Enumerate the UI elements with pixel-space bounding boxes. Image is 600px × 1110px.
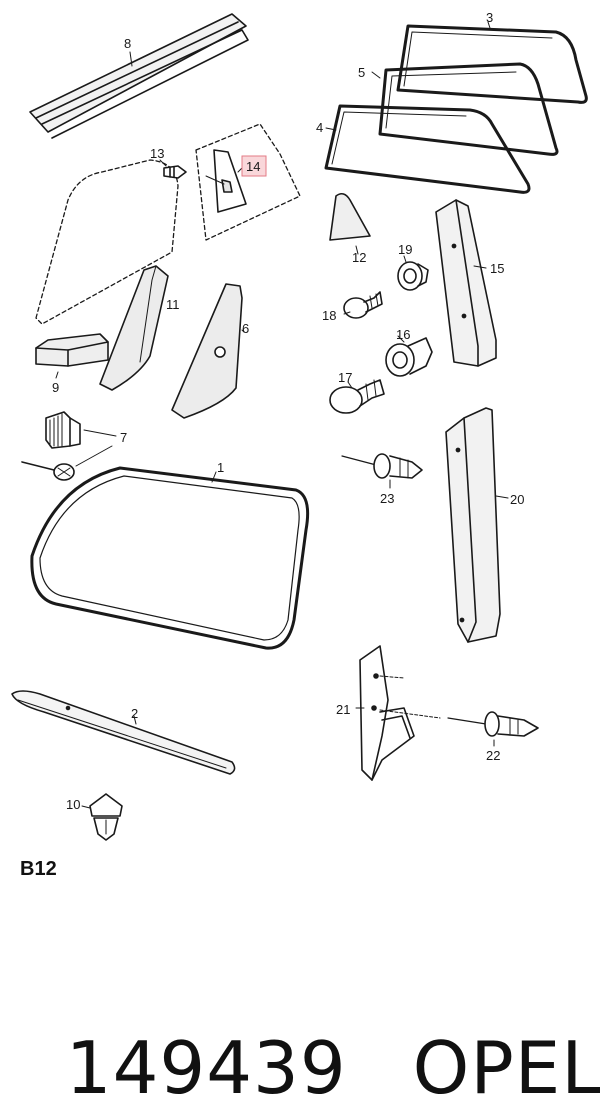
callout-10: 10 <box>66 797 80 812</box>
brand-name: OPEL <box>412 1026 600 1110</box>
callout-7: 7 <box>120 430 127 445</box>
callout-8: 8 <box>124 36 131 51</box>
part-17-push-clip <box>329 379 385 414</box>
part-12-small-panel <box>329 192 371 255</box>
callout-15: 15 <box>490 261 504 276</box>
callout-14: 14 <box>246 159 260 174</box>
part-19-grommet <box>397 255 429 291</box>
callout-18: 18 <box>322 308 336 323</box>
callout-1: 1 <box>217 460 224 475</box>
part-2-lower-moulding <box>11 690 236 775</box>
part-9-block <box>35 333 109 379</box>
part-14-triangle-bracket <box>205 149 247 213</box>
part-15-pillar-trim <box>435 199 497 367</box>
part-4-window-seal <box>324 104 531 194</box>
parts-exploded-diagram: 1 2 3 4 5 6 7 8 9 10 11 12 13 14 15 16 1… <box>11 10 588 841</box>
section-code: B12 <box>20 858 57 880</box>
callout-17: 17 <box>338 370 352 385</box>
callout-4: 4 <box>316 120 323 135</box>
part-8-roof-moulding <box>29 13 249 139</box>
part-22-rivet <box>447 711 539 747</box>
part-21-bracket <box>355 645 441 781</box>
callout-14-highlight <box>241 155 267 177</box>
part-11-quarter-trim <box>99 265 169 391</box>
part-23-rivet <box>341 453 423 489</box>
callout-22: 22 <box>486 748 500 763</box>
callout-6: 6 <box>242 321 249 336</box>
callout-20: 20 <box>510 492 524 507</box>
callout-12: 12 <box>352 250 366 265</box>
part-number: 149439 <box>65 1026 347 1110</box>
part-5-window-frame <box>371 62 559 156</box>
dashed-window-outlines <box>35 123 301 325</box>
part-1-windscreen-seal <box>30 466 310 650</box>
callout-labels: 1 2 3 4 5 6 7 8 9 10 11 12 13 14 15 16 1… <box>52 10 524 812</box>
part-16-bush <box>385 335 433 377</box>
part-13-screw <box>159 159 187 179</box>
callout-2: 2 <box>131 706 138 721</box>
callout-5: 5 <box>358 65 365 80</box>
callout-13: 13 <box>150 146 164 161</box>
callout-19: 19 <box>398 242 412 257</box>
part-18-push-clip <box>343 291 383 319</box>
footer-part-info: 149439 OPEL <box>18 942 600 1110</box>
part-20-lower-pillar-trim <box>445 407 509 643</box>
callout-16: 16 <box>396 327 410 342</box>
callout-23: 23 <box>380 491 394 506</box>
part-10-push-clip <box>81 793 123 841</box>
callout-21: 21 <box>336 702 350 717</box>
callout-3: 3 <box>486 10 493 25</box>
part-3-window-seal <box>396 21 588 104</box>
part-6-quarter-trim <box>171 283 245 419</box>
callout-11: 11 <box>166 297 180 312</box>
callout-9: 9 <box>52 380 59 395</box>
part-7-clip-screw <box>21 411 117 481</box>
